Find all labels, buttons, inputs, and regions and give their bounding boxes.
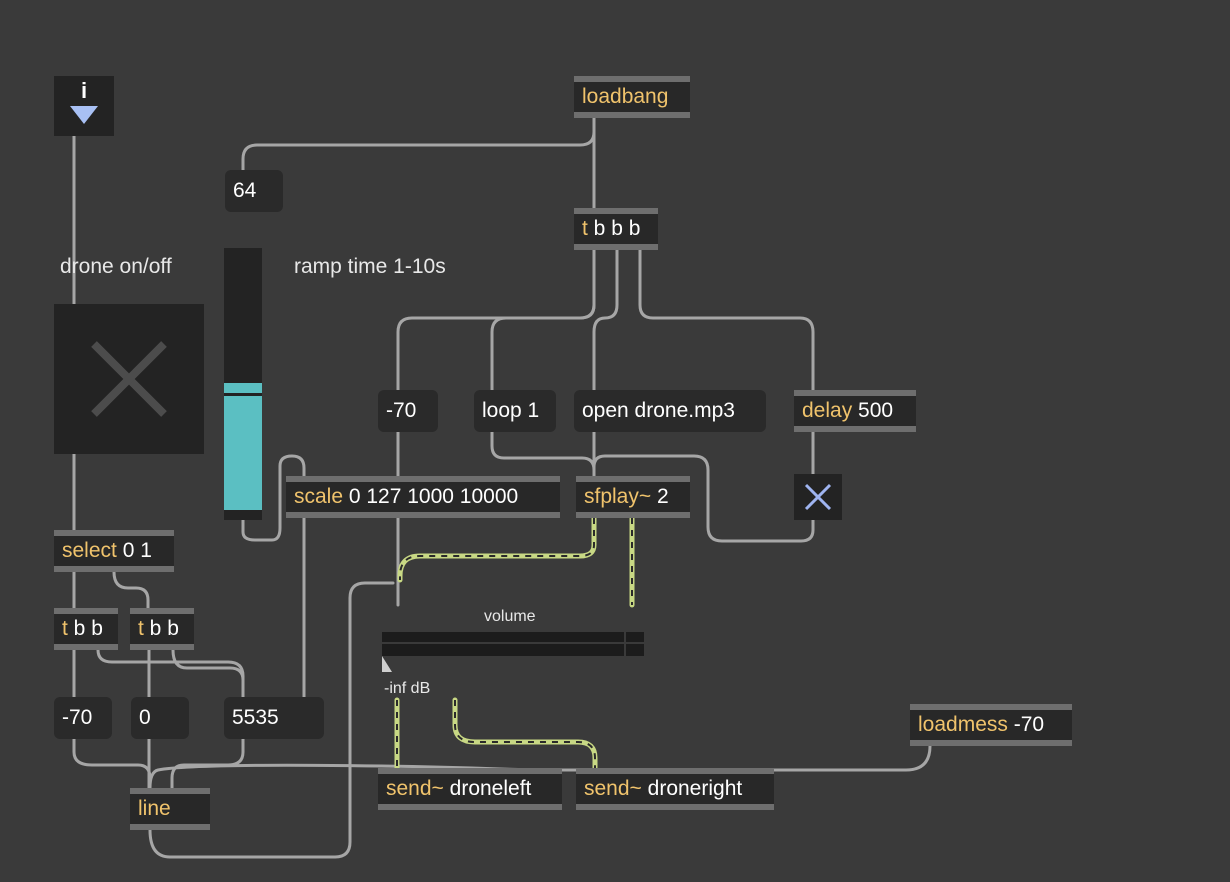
cord-loadmess-to-line — [148, 744, 932, 790]
gain-readout: -inf dB — [384, 680, 431, 697]
delay-object[interactable]: delay 500 — [794, 390, 916, 432]
drone-toggle[interactable] — [54, 304, 204, 454]
gain-title: volume — [484, 608, 536, 625]
cord-loop-to-sfplay — [490, 430, 596, 478]
select-object[interactable]: select 0 1 — [54, 530, 174, 572]
scale-object[interactable]: scale 0 127 1000 10000 — [286, 476, 560, 518]
cord-ramp-to-line — [170, 737, 245, 790]
message-loop-1[interactable]: loop 1 — [474, 390, 556, 432]
loadmess-object[interactable]: loadmess -70 — [910, 704, 1072, 746]
comment-drone-on-off: drone on/off — [60, 255, 172, 278]
message-open-drone[interactable]: open drone.mp3 — [574, 390, 766, 432]
number-box-zero[interactable]: 0 — [131, 697, 189, 739]
volume-gain-slider[interactable] — [382, 632, 644, 656]
cord-select-to-tright — [112, 570, 150, 610]
cord-loadbang-to-number — [241, 116, 596, 172]
cord-tright-to-ramp — [171, 648, 245, 699]
signal-cord-sfplay-left — [397, 515, 597, 583]
loadbang-object[interactable]: loadbang — [574, 76, 690, 118]
sfplay-object[interactable]: sfplay~ 2 — [576, 476, 690, 518]
line-object[interactable]: line — [130, 788, 210, 830]
cord-trigger-to-open — [592, 248, 619, 392]
delay-toggle[interactable] — [794, 474, 842, 520]
number-box-minus70[interactable]: -70 — [54, 697, 112, 739]
cord-minus70-to-line — [72, 737, 152, 790]
cord-toggle-to-sfplay — [592, 454, 815, 543]
number-box-slider-value[interactable]: 64 — [225, 170, 283, 212]
comment-ramp-time: ramp time 1-10s — [294, 255, 446, 278]
signal-cord-gain-to-sendright — [452, 697, 598, 771]
cord-slider-to-scale — [241, 454, 306, 542]
number-box-ramp[interactable]: 5535 — [224, 697, 324, 739]
toggle-i-button[interactable]: i — [54, 76, 114, 136]
message-minus70[interactable]: -70 — [378, 390, 438, 432]
gain-knob-icon[interactable] — [382, 656, 392, 672]
toggle-x-icon — [804, 483, 832, 511]
cord-line-to-gain — [148, 581, 395, 859]
cord-tleft-to-ramp — [96, 648, 245, 699]
cord-trigger-to-loop — [490, 248, 596, 392]
slider-fill — [224, 383, 262, 510]
ramp-slider[interactable] — [224, 248, 262, 520]
send-droneright-object[interactable]: send~ droneright — [576, 768, 774, 810]
send-droneleft-object[interactable]: send~ droneleft — [378, 768, 562, 810]
toggle-x-icon — [91, 341, 167, 417]
trigger-bbb-object[interactable]: t b b b — [574, 208, 658, 250]
trigger-bb-left-object[interactable]: t b b — [54, 608, 118, 650]
cord-trigger-to-delay — [638, 248, 815, 392]
slider-knob[interactable] — [224, 393, 262, 396]
triangle-down-icon — [70, 106, 98, 124]
trigger-bb-right-object[interactable]: t b b — [130, 608, 194, 650]
toggle-i-label: i — [80, 78, 88, 103]
